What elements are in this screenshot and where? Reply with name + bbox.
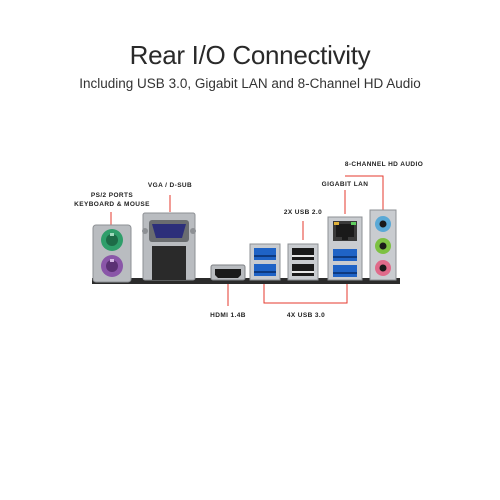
vga-port [142,212,196,281]
lan-label: GIGABIT LAN [321,181,369,188]
hdmi-port [210,264,246,281]
lan-usb30-stack [327,216,363,281]
ps2-label: PS/2 PORTS KEYBOARD & MOUSE [60,191,164,209]
ps2-label-line2: KEYBOARD & MOUSE [74,201,150,208]
audio-label: 8-CHANNEL HD AUDIO [344,161,424,168]
ps2-label-line1: PS/2 PORTS [90,192,134,199]
audio-jack-stack [369,209,397,281]
usb20-label: 2X USB 2.0 [283,209,323,216]
leader-usb30 [263,283,348,304]
usb20-stack [287,243,319,281]
page-subtitle: Including USB 3.0, Gigabit LAN and 8-Cha… [79,76,421,91]
leader-audio [345,175,384,210]
ps2-port-group [92,224,132,283]
hdmi-label: HDMI 1.4B [210,312,246,319]
usb30-label: 4X USB 3.0 [286,312,326,319]
io-shield-base [92,278,400,284]
usb30-stack-left [249,243,281,281]
vga-label: VGA / D-SUB [147,182,193,189]
page-title: Rear I/O Connectivity [129,40,371,70]
